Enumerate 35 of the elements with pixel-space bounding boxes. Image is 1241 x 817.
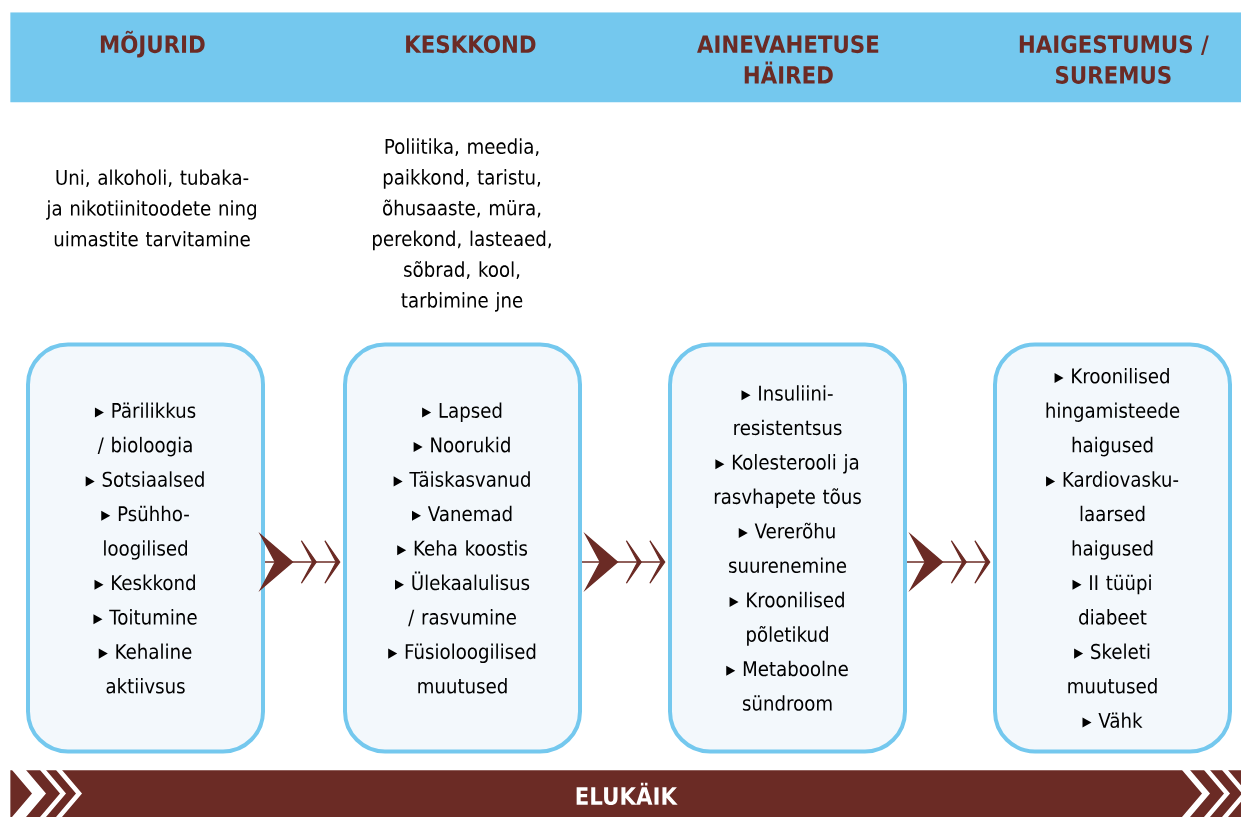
- rounded-box: [343, 342, 582, 754]
- list-item: ▸ Insuliini- resistentsus: [734, 385, 842, 436]
- column-heading: AINEVAHETUSE HÄIRED: [697, 35, 879, 84]
- list-item: ▸ Kardiovasku- laarsed haigused: [1046, 471, 1179, 560]
- list-item: ▸ Ülekaalulisus / rasvumine: [395, 571, 530, 627]
- list-item: ▸ Vererõhu suurenemine: [729, 522, 847, 574]
- rounded-box: [26, 342, 265, 754]
- description-text: Uni, alkoholi, tubaka- ja nikotiinitoodete ning uimastite tarvitamine: [46, 169, 256, 247]
- list-item: ▸ Kroonilised hingamisteede haigused: [1046, 367, 1180, 457]
- list-item: ▸ Noorukid: [413, 436, 510, 453]
- list-item: ▸ Pärilikkus / bioloogia: [94, 402, 196, 457]
- list-item: ▸ Lapsed: [422, 402, 502, 422]
- list-item: ▸ Täiskasvanud: [393, 471, 530, 487]
- list-item: ▸ Skeleti muutused: [1068, 643, 1157, 694]
- list-item: ▸ Füsioloogilised muutused: [388, 643, 536, 694]
- description-text: Poliitika, meedia, paikkond, taristu, õhusaaste, müra, perekond, lasteaed, sõbrad, kool, tarbimine jne: [373, 138, 551, 312]
- list-item: ▸ Vähk: [1082, 712, 1143, 728]
- list-item: ▸ Sotsiaalsed: [85, 471, 204, 487]
- list-item: ▸ Kolesterooli ja rasvhapete tõus: [714, 454, 861, 509]
- list-item: ▸ Vanemad: [412, 505, 512, 522]
- list-item: ▸ II tüüpi diabeet: [1072, 574, 1151, 625]
- rounded-box: [668, 342, 907, 754]
- timeline-bar: ELUKÄIK: [10, 770, 1241, 817]
- list-item: ▸ Kehaline aktiivsus: [98, 643, 192, 694]
- list-item: ▸ Keskkond: [94, 574, 195, 591]
- column-heading: KESKKOND: [406, 35, 536, 54]
- list-item: ▸ Kroonilised põletikud: [729, 591, 844, 646]
- list-item: ▸ Psühho- loogilised: [101, 505, 189, 560]
- header-band: [10, 12, 1241, 103]
- rounded-box: [993, 342, 1232, 754]
- column-heading: HAIGESTUMUS / SUREMUS: [1019, 35, 1209, 84]
- list-item: ▸ Toitumine: [93, 609, 197, 625]
- list-item: ▸ Keha koostis: [397, 540, 528, 556]
- column-heading: MÕJURID: [100, 30, 205, 58]
- list-item: ▸ Metaboolne sündroom: [726, 660, 848, 711]
